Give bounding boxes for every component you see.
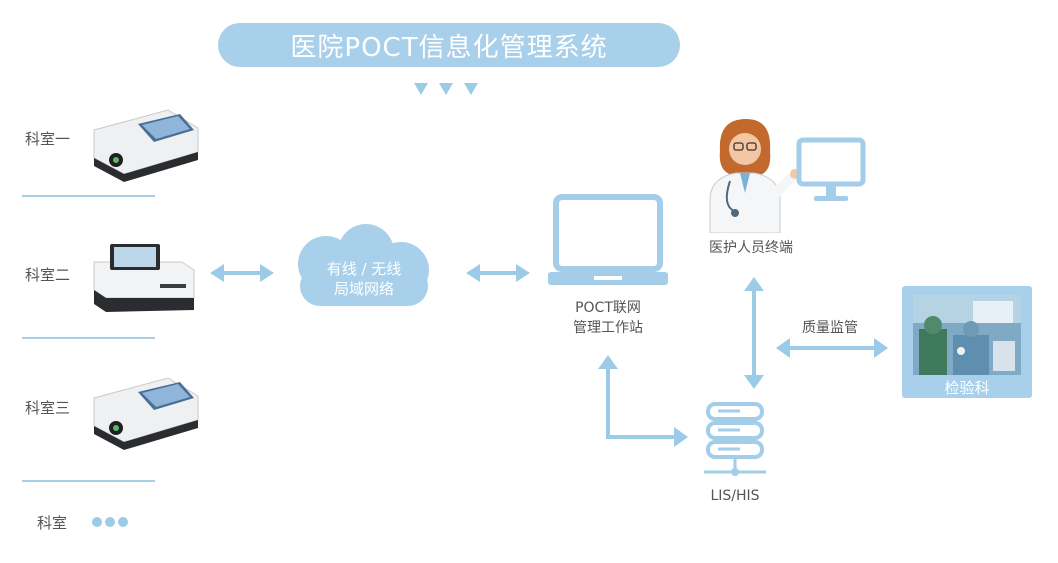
network-cloud-label: 有线 / 无线 局域网络 [286, 259, 442, 299]
network-line-2: 局域网络 [333, 280, 394, 298]
lab-label: 检验科 [944, 379, 990, 397]
monitor-icon [796, 137, 866, 201]
workstation-line-1: POCT联网 [575, 300, 641, 316]
divider-1 [22, 195, 155, 197]
diagram-title: 医院POCT信息化管理系统 [218, 23, 680, 67]
poct-analyzer-1-icon [93, 109, 199, 182]
department-3-label: 科室三 [25, 399, 71, 417]
arrow-departments-network [210, 264, 274, 282]
lis-his-label: LIS/HIS [710, 488, 760, 504]
doctor-icon [709, 119, 800, 233]
quality-label: 质量监管 [802, 320, 858, 336]
department-1-label: 科室一 [25, 130, 71, 148]
arrow-network-workstation [466, 264, 530, 282]
department-more-label: 科室 [37, 514, 68, 532]
poct-analyzer-2-icon [93, 244, 195, 312]
medical-terminal-label: 医护人员终端 [709, 240, 793, 256]
more-dots-icon [92, 517, 128, 527]
lab-photo [913, 295, 1021, 375]
network-line-1: 有线 / 无线 [326, 260, 402, 278]
workstation-label: POCT联网 管理工作站 [548, 298, 668, 338]
department-2-label: 科室二 [25, 266, 71, 284]
laptop-icon [548, 194, 668, 285]
arrow-terminal-lis [744, 277, 764, 389]
cloud-icon [298, 224, 429, 306]
poct-analyzer-3-icon [93, 377, 199, 450]
arrow-workstation-lis [598, 355, 688, 447]
down-triangles-icon [414, 83, 478, 95]
server-icon [704, 402, 766, 476]
workstation-line-2: 管理工作站 [573, 320, 643, 336]
divider-3 [22, 480, 155, 482]
divider-2 [22, 337, 155, 339]
arrow-quality [776, 338, 888, 358]
